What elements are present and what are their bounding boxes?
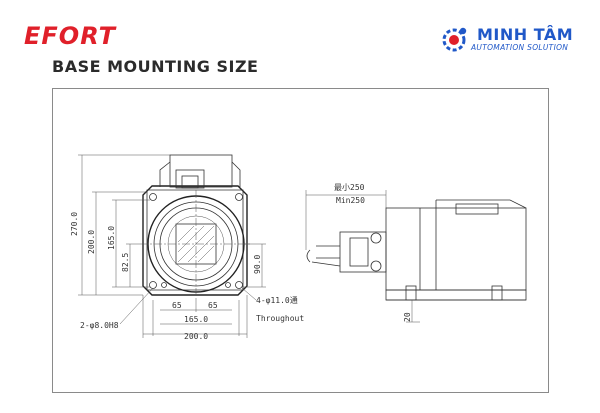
side-view: [305, 190, 527, 323]
dim-min-250-en: Min250: [336, 196, 365, 205]
page-title: BASE MOUNTING SIZE: [52, 57, 259, 76]
dim-165-vertical: 165.0: [107, 226, 116, 250]
logo-subtitle: AUTOMATION SOLUTION: [471, 43, 569, 52]
dim-min-250-cn: 最小250: [334, 183, 365, 192]
dim-20: 20: [403, 312, 412, 322]
hole-note-left: 2-φ8.0H8: [80, 321, 119, 330]
logo-name: MINH TÂM: [477, 25, 574, 44]
dim-200-vertical: 200.0: [87, 230, 96, 254]
minh-tam-logo: MINH TÂM AUTOMATION SOLUTION: [441, 25, 581, 55]
hole-note-right: 4-φ11.0通: [256, 295, 298, 305]
dim-65-right: 65: [208, 301, 218, 310]
efort-brand-logo: EFORT: [24, 22, 116, 50]
through-note: Throughout: [256, 314, 304, 323]
dim-165-horizontal: 165.0: [184, 315, 208, 324]
drawing-frame: [52, 88, 549, 393]
dim-200-horizontal: 200.0: [184, 332, 208, 341]
front-view: [78, 154, 266, 338]
dim-65-left: 65: [172, 301, 182, 310]
dim-82-5: 82.5: [121, 253, 130, 272]
dim-90: 90.0: [253, 255, 262, 274]
gear-person-icon: [442, 27, 467, 52]
dim-270: 270.0: [70, 212, 79, 236]
